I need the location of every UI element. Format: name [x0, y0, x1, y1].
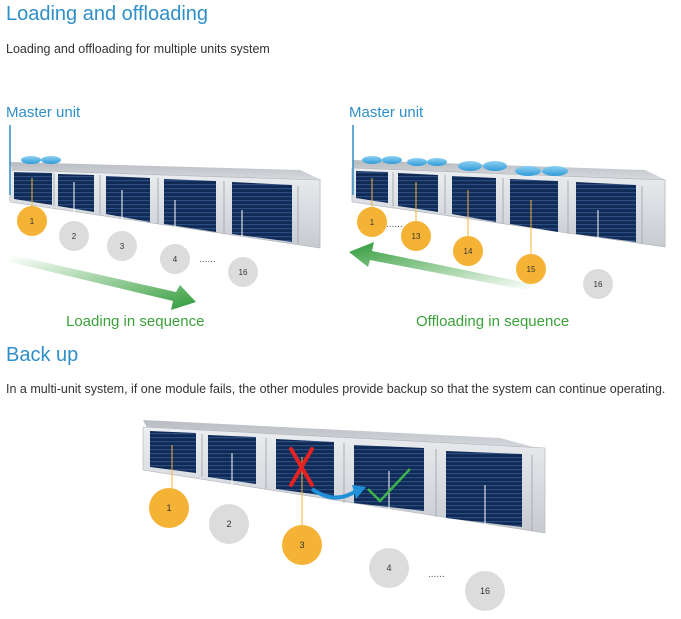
right-leader-lines — [371, 178, 532, 258]
backup-bubble-1: 1 — [149, 488, 189, 528]
backup-paragraph: In a multi-unit system, if one module fa… — [6, 382, 666, 396]
loading-caption: Loading in sequence — [66, 313, 205, 330]
svg-text:13: 13 — [412, 232, 421, 241]
right-unit-row — [351, 125, 666, 248]
svg-text:14: 14 — [464, 247, 473, 256]
svg-text:16: 16 — [239, 268, 248, 277]
section-subtitle-loading: Loading and offloading for multiple unit… — [6, 42, 270, 56]
svg-text:15: 15 — [527, 265, 536, 274]
left-unit-row — [9, 125, 322, 249]
svg-text:1: 1 — [30, 217, 35, 226]
check-icon — [367, 468, 411, 503]
svg-text:4: 4 — [386, 563, 391, 573]
loading-offloading-diagram — [9, 125, 666, 310]
left-ellipsis: ...... — [199, 254, 216, 265]
failure-x-icon — [289, 447, 314, 487]
section-title-loading: Loading and offloading — [6, 3, 209, 25]
right-bubble-15: 15 — [516, 254, 546, 284]
svg-text:2: 2 — [226, 519, 231, 529]
right-bubble-14: 14 — [453, 236, 483, 266]
offloading-caption: Offloading in sequence — [416, 313, 570, 330]
svg-text:2: 2 — [72, 232, 77, 241]
svg-text:3: 3 — [299, 540, 304, 550]
left-bubble-3: 3 — [107, 231, 137, 261]
svg-text:16: 16 — [480, 586, 490, 596]
master-unit-label-right: Master unit — [349, 104, 424, 121]
right-ellipsis: ...... — [386, 219, 403, 230]
section-title-backup: Back up — [6, 344, 79, 366]
svg-text:1: 1 — [166, 503, 171, 513]
svg-text:16: 16 — [594, 280, 603, 289]
left-bubble-4: 4 — [160, 244, 190, 274]
left-bubble-16: 16 — [228, 257, 258, 287]
svg-text:1: 1 — [370, 218, 375, 227]
right-bubble-13: 13 — [401, 221, 431, 251]
backup-bubble-16: 16 — [465, 571, 505, 611]
backup-bubble-2: 2 — [209, 504, 249, 544]
backup-diagram — [142, 420, 546, 567]
right-bubble-16: 16 — [583, 269, 613, 299]
master-unit-label-left: Master unit — [6, 104, 81, 121]
backup-unit-row — [142, 420, 546, 534]
left-bubble-1: 1 — [17, 206, 47, 236]
backup-arrow-icon — [310, 485, 366, 500]
offloading-arrow — [349, 242, 532, 291]
backup-bubble-3: 3 — [282, 525, 322, 565]
loading-arrow — [10, 255, 196, 310]
backup-ellipsis: ...... — [428, 569, 445, 580]
left-bubble-2: 2 — [59, 221, 89, 251]
svg-text:3: 3 — [120, 242, 125, 251]
svg-text:4: 4 — [173, 255, 178, 264]
backup-bubble-4: 4 — [369, 548, 409, 588]
right-bubble-1: 1 — [357, 207, 387, 237]
